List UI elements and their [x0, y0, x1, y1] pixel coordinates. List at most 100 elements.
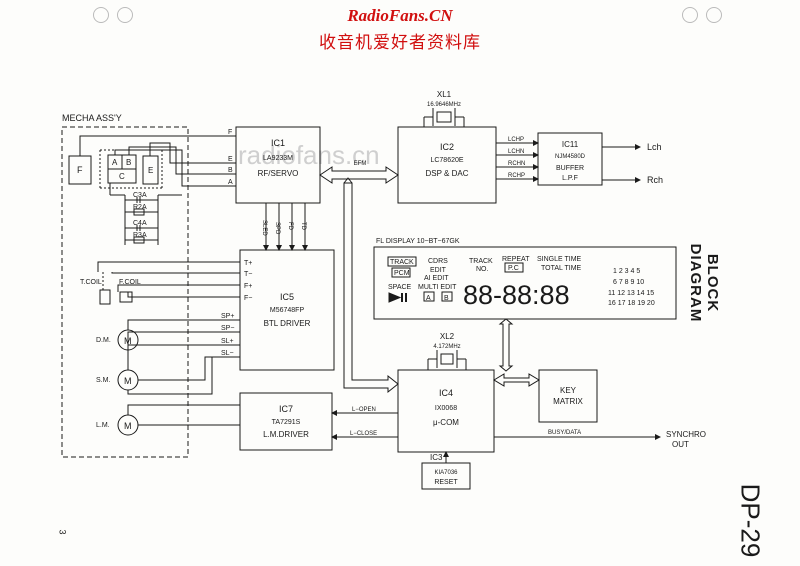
r2a-label: R2A	[133, 204, 147, 211]
sig-slp: SL+	[221, 338, 234, 345]
ic1-func: RF/SERVO	[258, 169, 299, 178]
c4a-label: C4A	[133, 220, 147, 227]
ic3-part: KIA7036	[434, 470, 458, 476]
sig-b: B	[228, 167, 233, 174]
synchro-2: OUT	[672, 440, 689, 449]
sig-spp: SP+	[221, 313, 234, 320]
hole-mark-3	[682, 7, 698, 23]
sig-spd: SPD	[274, 222, 280, 235]
sig-sled: SLED	[261, 220, 267, 236]
sig-rchn: RCHN	[508, 161, 525, 167]
sig-fp: F+	[244, 283, 252, 290]
sig-efm: EFM	[354, 161, 367, 167]
key-matrix-block	[538, 369, 598, 423]
sig-fm: F−	[244, 295, 252, 302]
synchro-1: SYNCHRO	[666, 430, 706, 439]
ic5-name: IC5	[280, 292, 294, 302]
disp-b: B	[444, 295, 449, 302]
disp-digits: 88-88:88	[463, 280, 570, 310]
ic7-func: L.M.DRIVER	[263, 430, 309, 439]
disp-space: SPACE	[388, 284, 412, 291]
ic3-name: IC3	[430, 453, 443, 462]
disp-ai-edit: AI EDIT	[424, 275, 449, 282]
hole-mark-2	[117, 7, 133, 23]
ic2-func: DSP & DAC	[426, 169, 469, 178]
sig-lopen: L−OPEN	[352, 407, 376, 413]
mecha-b-label: B	[126, 158, 131, 167]
disp-repeat: REPEAT	[502, 256, 530, 263]
disp-grid-row-4: 16 17 18 19 20	[608, 300, 655, 307]
sig-e: E	[228, 156, 233, 163]
sig-lclose: L−CLOSE	[350, 431, 377, 437]
ic1-part: LA9233M	[263, 155, 293, 162]
ic11-func1: BUFFER	[556, 165, 584, 172]
disp-multi-edit: MULTI EDIT	[418, 284, 457, 291]
lm-label: L.M.	[96, 422, 110, 429]
ic3-func: RESET	[434, 479, 458, 486]
mecha-frame	[61, 126, 189, 458]
watermark: radiofans.cn	[238, 140, 380, 170]
fcoil-label: F.COIL	[119, 279, 141, 286]
ic4-name: IC4	[439, 388, 453, 398]
ic2-block	[397, 126, 497, 204]
sig-rchp: RCHP	[508, 173, 525, 179]
ic1-block	[235, 126, 321, 204]
disp-grid-row-2: 6 7 8 9 10	[613, 279, 644, 286]
sig-lchp: LCHP	[508, 137, 524, 143]
disp-edit: EDIT	[430, 267, 447, 274]
motor-lm-m: M	[124, 421, 132, 431]
disp-a: A	[426, 295, 431, 302]
ic5-block	[239, 249, 335, 371]
ic11-name: IC11	[562, 140, 579, 149]
c3a-label: C3A	[133, 192, 147, 199]
sm-label: S.M.	[96, 377, 110, 384]
mecha-c-label: C	[119, 172, 125, 181]
disp-single-time: SINGLE TIME	[537, 256, 582, 263]
disp-track: TRACK	[469, 258, 493, 265]
ic4-part: IX0068	[435, 405, 457, 412]
disp-grid-row-1: 1 2 3 4 5	[613, 268, 640, 275]
xl2-freq: 4.172MHz	[433, 344, 460, 350]
out-rch: Rch	[647, 175, 663, 185]
disp-pcm: PCM	[394, 270, 410, 277]
tcoil-label: T.COIL	[80, 279, 102, 286]
disp-grid-row-3: 11 12 13 14 15	[608, 290, 654, 297]
key-l1: KEY	[560, 386, 577, 395]
sig-fd: FD	[287, 222, 293, 231]
key-l2: MATRIX	[553, 397, 583, 406]
ic2-name: IC2	[440, 142, 454, 152]
xl1-freq: 16.9646MHz	[427, 102, 461, 108]
ic1-name: IC1	[271, 138, 285, 148]
out-lch: Lch	[647, 142, 662, 152]
ic2-part: LC78620E	[430, 157, 463, 164]
ic4-func: μ-COM	[433, 418, 459, 427]
disp-pc: P.C	[508, 265, 519, 272]
sig-busy: BUSY/DATA	[548, 430, 581, 436]
motor-sm-m: M	[124, 376, 132, 386]
disp-cdrs: CDRS	[428, 258, 448, 265]
site-header: RadioFans.CN	[347, 6, 453, 25]
sig-spm: SP−	[221, 325, 234, 332]
mecha-a-label: A	[112, 158, 118, 167]
ic7-block	[239, 392, 333, 451]
ic11-part: NJM4580D	[555, 154, 586, 160]
display-label: FL DISPLAY 10−BT−67GK	[376, 238, 460, 245]
xl2-name: XL2	[440, 332, 455, 341]
ic11-func2: L.P.F	[562, 175, 578, 182]
xl1-crystal	[436, 111, 452, 123]
sig-slm: SL−	[221, 350, 234, 357]
fl-display	[373, 246, 677, 320]
sig-td: TD	[300, 222, 306, 231]
dm-label: D.M.	[96, 337, 111, 344]
hole-mark-4	[706, 7, 722, 23]
xl2-crystal	[440, 353, 454, 365]
sig-lchn: LCHN	[508, 149, 524, 155]
disp-no: NO.	[476, 266, 489, 273]
sig-tm: T−	[244, 271, 252, 278]
sig-f: F	[228, 129, 232, 136]
mecha-c-box	[107, 168, 137, 184]
disp-total-time: TOTAL TIME	[541, 265, 582, 272]
ic11-block	[537, 132, 603, 186]
mecha-label: MECHA ASS'Y	[62, 113, 122, 123]
